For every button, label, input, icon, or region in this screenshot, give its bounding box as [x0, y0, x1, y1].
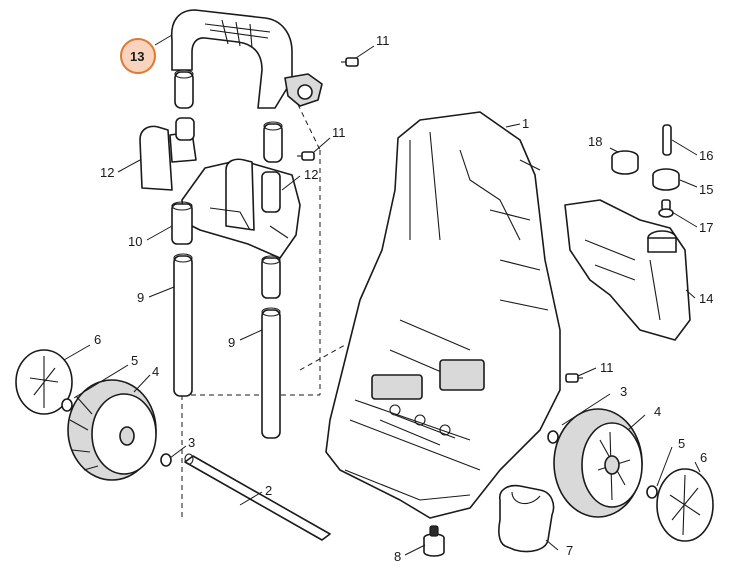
callout-17[interactable]: 17 — [699, 220, 713, 235]
callout-11-top[interactable]: 11 — [376, 33, 390, 48]
callout-2[interactable]: 2 — [265, 483, 272, 498]
screw-11-middle — [297, 151, 315, 161]
hubcap-right — [656, 468, 714, 542]
wheel-left — [67, 379, 157, 481]
callout-4-left[interactable]: 4 — [152, 364, 159, 379]
pin-16-part — [662, 124, 672, 156]
callout-3-right[interactable]: 3 — [620, 384, 627, 399]
detergent-tank-part — [564, 199, 691, 341]
hose-holder-part — [498, 484, 555, 553]
handle-sleeve-left — [174, 69, 194, 109]
frame-tube-left — [173, 253, 193, 397]
callout-6-right[interactable]: 6 — [700, 450, 707, 465]
callout-10[interactable]: 10 — [128, 234, 142, 249]
callout-5-left[interactable]: 5 — [131, 353, 138, 368]
callout-18[interactable]: 18 — [588, 134, 602, 149]
callout-4-right[interactable]: 4 — [654, 404, 661, 419]
cap-15-part — [652, 168, 680, 191]
handle-sleeve-right — [263, 121, 283, 163]
washer-right — [646, 485, 658, 499]
frame-tube-right — [261, 255, 281, 439]
axle-part — [184, 453, 331, 541]
callout-labels: 13 1 2 3 3 4 4 5 5 6 6 7 8 9 9 10 11 11 … — [94, 33, 713, 564]
main-housing-part — [325, 111, 561, 519]
callout-12-left[interactable]: 12 — [100, 165, 114, 180]
callout-9-left[interactable]: 9 — [137, 290, 144, 305]
cap-18-part — [611, 150, 639, 175]
washer-left-inner — [160, 453, 172, 467]
hubcap-left — [15, 349, 73, 415]
callout-7[interactable]: 7 — [566, 543, 573, 558]
callout-14[interactable]: 14 — [699, 291, 713, 306]
wheel-right — [553, 408, 643, 518]
foot-part — [423, 525, 445, 557]
callout-3-left[interactable]: 3 — [188, 435, 195, 450]
highlight-circle-13[interactable] — [120, 38, 156, 74]
callout-5-right[interactable]: 5 — [678, 436, 685, 451]
screw-11-top — [341, 57, 359, 67]
washer-right-inner — [547, 430, 559, 444]
callout-13[interactable]: 13 — [130, 49, 144, 64]
callout-15[interactable]: 15 — [699, 182, 713, 197]
callout-12-right[interactable]: 12 — [304, 167, 318, 182]
clip-part-left — [139, 117, 197, 191]
callout-8[interactable]: 8 — [394, 549, 401, 564]
callout-16[interactable]: 16 — [699, 148, 713, 163]
callout-9-right[interactable]: 9 — [228, 335, 235, 350]
tube-connector-part — [171, 201, 193, 245]
washer-left — [61, 398, 73, 412]
handle-part — [170, 9, 323, 109]
valve-17-part — [658, 199, 674, 218]
mount-bracket-part — [181, 158, 301, 259]
callout-1[interactable]: 1 — [522, 116, 529, 131]
leader-lines — [63, 34, 701, 556]
callout-11-middle[interactable]: 11 — [332, 125, 346, 140]
callout-11-lower[interactable]: 11 — [600, 360, 614, 375]
callout-6-left[interactable]: 6 — [94, 332, 101, 347]
screw-11-lower — [565, 373, 583, 383]
